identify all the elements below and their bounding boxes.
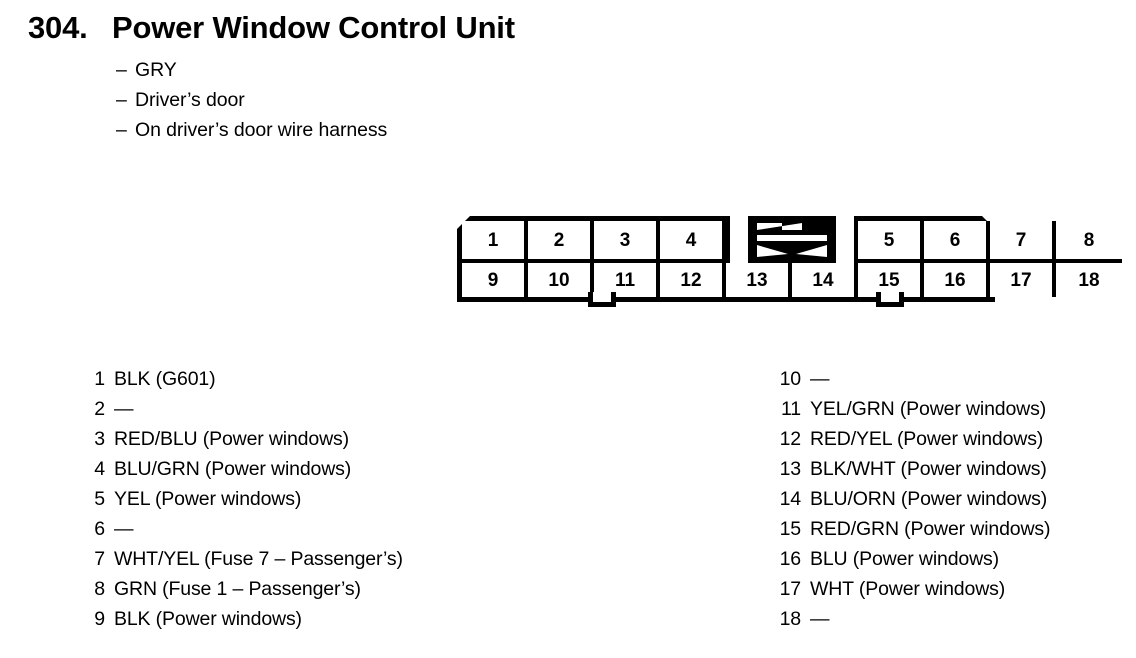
pin-row: 6 —: [88, 514, 403, 544]
connector-pin-cell: 16: [924, 259, 990, 297]
pin-row: 7 WHT/YEL (Fuse 7 – Passenger’s): [88, 544, 403, 574]
pin-row: 14 BLU/ORN (Power windows): [775, 484, 1050, 514]
pin-number: 9: [94, 608, 105, 630]
connector-diagram: 1 2 3 4 5 6 7 8 9 10 11 12 13 14 15 16 1…: [457, 216, 1122, 307]
pin-row: 8 GRN (Fuse 1 – Passenger’s): [88, 574, 403, 604]
connector-pin-cell: 15: [858, 259, 924, 297]
connector-pin-cell: 11: [594, 259, 660, 297]
pin-number: 18: [779, 608, 802, 630]
pin-description: GRN (Fuse 1 – Passenger’s): [114, 578, 361, 600]
pin-description: WHT/YEL (Fuse 7 – Passenger’s): [114, 548, 403, 570]
pin-number: 6: [94, 518, 105, 540]
pin-number: 8: [94, 578, 105, 600]
pin-description: BLU/GRN (Power windows): [114, 458, 352, 480]
connector-pin-cell: 13: [726, 259, 792, 297]
pin-description: WHT (Power windows): [810, 578, 1006, 600]
connector-pin-cell: 5: [858, 221, 924, 259]
pin-number: 5: [94, 488, 105, 510]
connector-pin-cell: 4: [660, 221, 726, 259]
pin-description: BLU/ORN (Power windows): [810, 488, 1048, 510]
pin-number: 15: [779, 518, 802, 540]
page-title: 304. Power Window Control Unit: [28, 10, 1028, 46]
keyway-wall-right: [854, 216, 858, 263]
connector-pin-cell: 1: [462, 221, 528, 259]
pin-number: 7: [94, 548, 105, 570]
connector-pin-cell: 3: [594, 221, 660, 259]
connector-pin-cell: 10: [528, 259, 594, 297]
pin-description: RED/YEL (Power windows): [810, 428, 1044, 450]
pin-number: 17: [779, 578, 802, 600]
pin-description: RED/BLU (Power windows): [114, 428, 349, 450]
pin-number: 10: [779, 368, 802, 390]
pin-number: 13: [779, 458, 802, 480]
pin-number: 1: [94, 368, 105, 390]
pin-row: 4 BLU/GRN (Power windows): [88, 454, 403, 484]
pin-row: 13 BLK/WHT (Power windows): [775, 454, 1050, 484]
connector-pin-cell: 8: [1056, 221, 1122, 259]
page-title-text: Power Window Control Unit: [112, 10, 515, 45]
pin-number: 11: [781, 398, 801, 420]
dash-bullet-icon: –: [116, 59, 127, 81]
pin-row: 5 YEL (Power windows): [88, 484, 403, 514]
list-item: – GRY: [116, 55, 1028, 85]
list-item-label: GRY: [135, 59, 177, 81]
connector-pin-cell: 18: [1056, 259, 1122, 297]
connector-pin-cell: 14: [792, 259, 858, 297]
pin-description: BLU (Power windows): [810, 548, 999, 570]
pin-row: 10 —: [775, 364, 1050, 394]
pin-number: 14: [779, 488, 802, 510]
dash-bullet-icon: –: [116, 89, 127, 111]
pin-row: 16 BLU (Power windows): [775, 544, 1050, 574]
pin-description: —: [810, 368, 830, 390]
pin-number: 3: [94, 428, 105, 450]
connector-pin-cell: 6: [924, 221, 990, 259]
pin-row: 11 YEL/GRN (Power windows): [775, 394, 1050, 424]
pin-row: 2 —: [88, 394, 403, 424]
connector-pin-cell: 7: [990, 221, 1056, 259]
pin-description: —: [114, 398, 134, 420]
connector-pin-cell: 12: [660, 259, 726, 297]
connector-bottom-row: 9 10 11 12 13 14 15 16 17 18: [462, 259, 1122, 297]
page-header: 304. Power Window Control Unit – GRY – D…: [28, 10, 1028, 145]
connector-lock-tab: [876, 292, 904, 307]
pin-description: —: [810, 608, 830, 630]
connector-pin-cell: 9: [462, 259, 528, 297]
pin-description: BLK/WHT (Power windows): [810, 458, 1047, 480]
pin-number: 2: [94, 398, 105, 420]
keyway-wall-left: [726, 216, 730, 263]
keyway-x-symbol-icon: [748, 216, 836, 263]
pin-description: BLK (Power windows): [114, 608, 302, 630]
pin-number: 4: [94, 458, 105, 480]
connector-keyway-slot: [726, 216, 858, 263]
pin-row: 12 RED/YEL (Power windows): [775, 424, 1050, 454]
pin-row: 18 —: [775, 604, 1050, 634]
pin-description: BLK (G601): [114, 368, 216, 390]
pin-row: 17 WHT (Power windows): [775, 574, 1050, 604]
pin-row: 9 BLK (Power windows): [88, 604, 403, 634]
pin-list-right: 10 — 11 YEL/GRN (Power windows) 12 RED/Y…: [775, 364, 1051, 634]
list-item: – On driver’s door wire harness: [116, 115, 1028, 145]
pin-description: —: [114, 518, 134, 540]
pin-description: RED/GRN (Power windows): [810, 518, 1051, 540]
section-number: 304.: [28, 10, 88, 45]
pin-row: 3 RED/BLU (Power windows): [88, 424, 403, 454]
connector-attributes-list: – GRY – Driver’s door – On driver’s door…: [116, 55, 1028, 145]
pin-list-left: 1 BLK (G601) 2 — 3 RED/BLU (Power window…: [88, 364, 403, 634]
connector-pin-cell: 17: [990, 259, 1056, 297]
connector-pin-cell: 2: [528, 221, 594, 259]
pin-number: 12: [779, 428, 802, 450]
list-item-label: On driver’s door wire harness: [135, 119, 388, 141]
list-item-label: Driver’s door: [135, 89, 245, 111]
pin-description: YEL (Power windows): [114, 488, 302, 510]
connector-lock-tab: [588, 292, 616, 307]
pin-row: 15 RED/GRN (Power windows): [775, 514, 1051, 544]
pin-row: 1 BLK (G601): [88, 364, 403, 394]
dash-bullet-icon: –: [116, 119, 127, 141]
list-item: – Driver’s door: [116, 85, 1028, 115]
pin-number: 16: [779, 548, 802, 570]
pin-description: YEL/GRN (Power windows): [810, 398, 1047, 420]
